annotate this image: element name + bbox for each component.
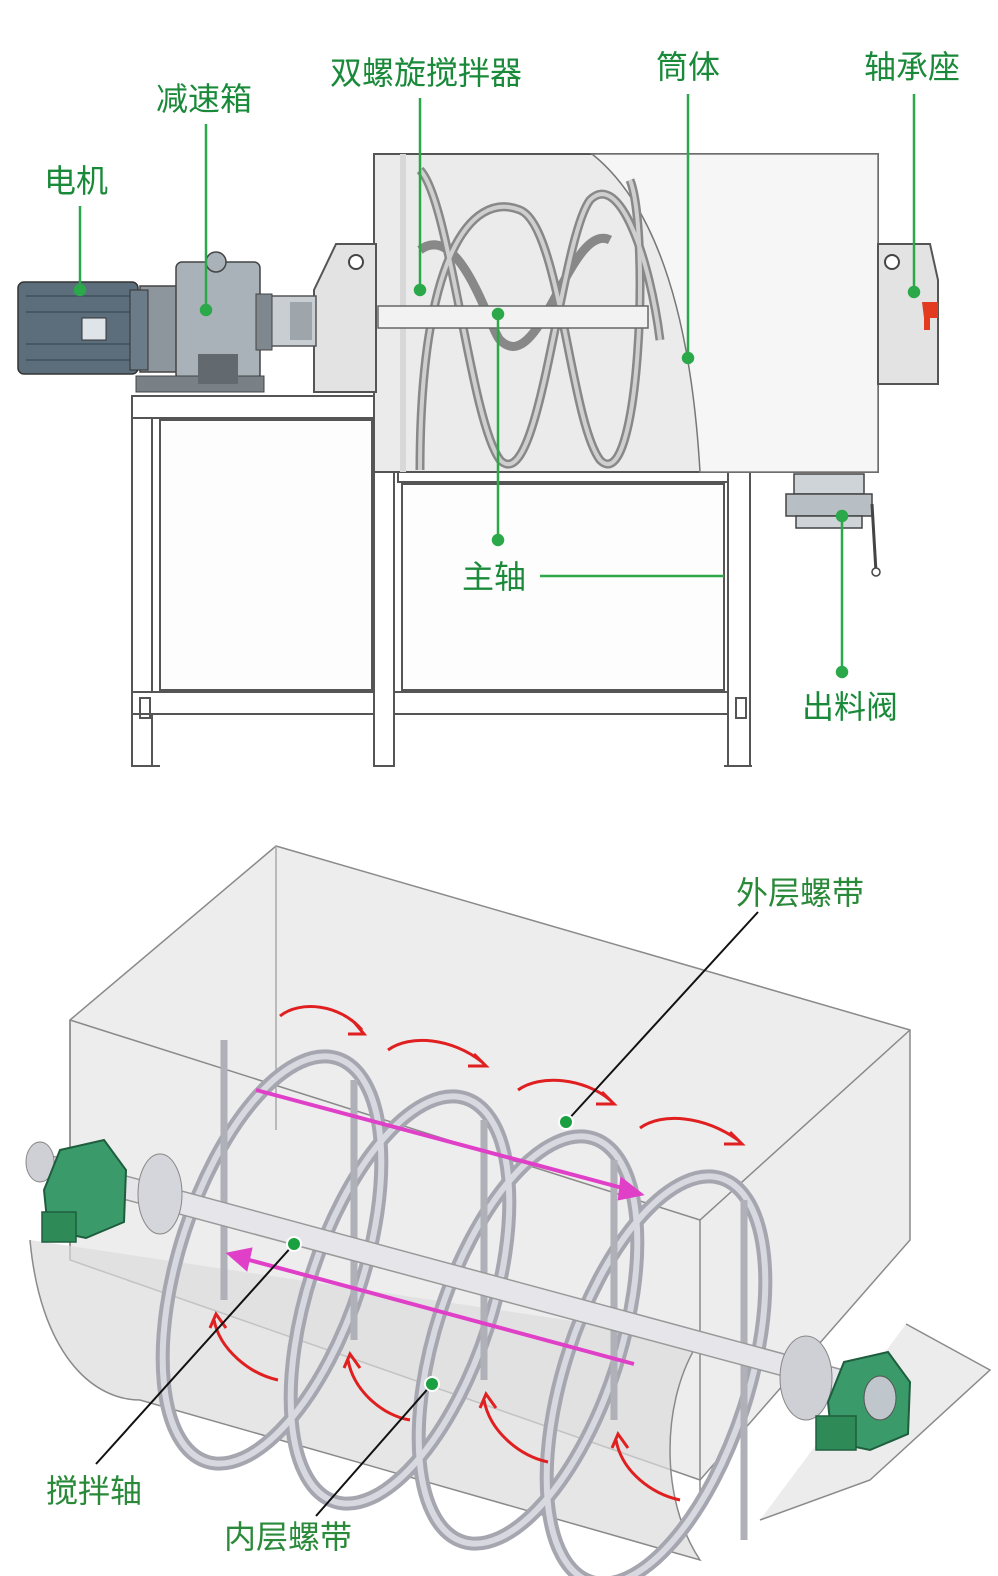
label-double-ribbon-agitator: 双螺旋搅拌器	[330, 54, 523, 92]
discharge-valve-drawing	[785, 473, 881, 577]
bottom-leader-lines	[95, 911, 759, 1517]
bottom-leader-dots	[286, 1114, 574, 1392]
label-inner-ribbon: 内层螺带	[224, 1518, 353, 1556]
label-discharge-valve: 出料阀	[802, 688, 899, 726]
main-shaft-drawing	[377, 305, 649, 329]
label-stirring-shaft: 搅拌轴	[46, 1472, 143, 1510]
top-machine-diagram	[17, 94, 939, 767]
transparent-box	[29, 845, 992, 1562]
axial-flow-arrows	[225, 1088, 645, 1366]
bearings	[41, 1138, 912, 1452]
motor-drawing	[17, 281, 149, 375]
label-bearing-seat: 轴承座	[864, 48, 961, 86]
label-gearbox: 减速箱	[156, 80, 253, 118]
label-main-shaft: 主轴	[462, 558, 527, 596]
ribbon-supports	[220, 1040, 748, 1540]
label-outer-ribbon: 外层螺带	[736, 874, 865, 912]
label-motor: 电机	[44, 162, 109, 200]
gearbox-drawing	[135, 251, 273, 393]
right-end-plate	[877, 243, 939, 385]
coupling	[263, 295, 317, 347]
left-end-plate	[313, 243, 377, 393]
label-barrel: 筒体	[656, 48, 721, 86]
top-leader-lines	[73, 94, 921, 679]
